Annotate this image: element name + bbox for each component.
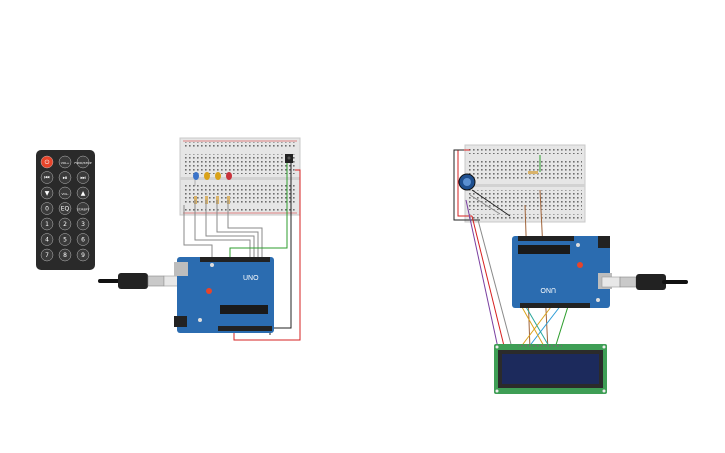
led-blue[interactable] (193, 172, 199, 186)
remote-vol-down-button-label: VOL- (61, 192, 68, 196)
remote-key-1[interactable]: 1 (40, 217, 54, 231)
remote-key-9-label: 9 (81, 252, 85, 259)
remote-down-button-label: ▼ (45, 190, 50, 197)
remote-key-8[interactable]: 8 (58, 248, 72, 262)
remote-key-6-label: 6 (81, 237, 85, 244)
potentiometer[interactable] (458, 173, 476, 191)
remote-next-button[interactable]: ⏭ (76, 171, 90, 184)
board-right-model: UNO (540, 286, 556, 293)
remote-prev-button-label: ⏮ (44, 175, 50, 182)
remote-key-7-label: 7 (45, 252, 49, 259)
remote-key-6[interactable]: 6 (76, 233, 90, 246)
remote-play-pause-button-label: ⏯ (63, 175, 68, 182)
led-red[interactable] (226, 172, 232, 180)
remote-key-2-label: 2 (63, 221, 67, 228)
remote-key-5-label: 5 (63, 237, 67, 244)
arduino-uno-right[interactable]: UNO (512, 236, 612, 308)
remote-st-rept-button[interactable]: ST/REPT (76, 202, 90, 215)
remote-down-button[interactable]: ▼ (40, 186, 54, 200)
breadboard-left[interactable] (179, 137, 301, 216)
remote-func-stop-button[interactable]: FUNC/STOP (74, 155, 92, 169)
remote-power-button[interactable]: ⏻ (40, 155, 54, 169)
remote-power-button-label: ⏻ (45, 159, 50, 166)
remote-vol-up-button[interactable]: VOL+ (58, 155, 72, 169)
lcd-16x2[interactable] (494, 344, 607, 394)
usb-cable-right[interactable] (601, 274, 688, 290)
ir-remote[interactable]: ⏻ VOL+ FUNC/STOP ⏮ ⏯ ⏭ ▼ VOL- ▲ 0 EQ ST/REPT 1 2 3 4 5 6 7… (36, 150, 95, 270)
remote-key-9[interactable]: 9 (76, 248, 90, 262)
remote-vol-down-button[interactable]: VOL- (58, 186, 72, 200)
remote-key-2[interactable]: 2 (58, 217, 72, 231)
remote-key-5[interactable]: 5 (58, 233, 72, 246)
remote-up-button-label: ▲ (81, 190, 86, 197)
remote-up-button[interactable]: ▲ (76, 186, 90, 200)
resistor-right[interactable] (528, 155, 541, 174)
remote-eq-button-label: EQ (61, 206, 70, 213)
led-yellow-1[interactable] (204, 172, 210, 180)
breadboard-right[interactable] (464, 144, 586, 223)
remote-play-pause-button[interactable]: ⏯ (58, 171, 72, 184)
remote-vol-up-button-label: VOL+ (61, 161, 70, 165)
ir-receiver[interactable] (285, 154, 293, 163)
arduino-uno-left[interactable]: UNO (174, 257, 274, 333)
remote-next-button-label: ⏭ (80, 175, 86, 182)
remote-key-4-label: 4 (45, 237, 49, 244)
remote-key-3[interactable]: 3 (76, 217, 90, 231)
remote-key-7[interactable]: 7 (40, 248, 54, 262)
usb-cable-left[interactable] (98, 273, 183, 289)
remote-key-0-label: 0 (45, 206, 49, 213)
remote-prev-button[interactable]: ⏮ (40, 171, 54, 184)
board-left-model: UNO (243, 275, 259, 282)
remote-key-1-label: 1 (45, 221, 49, 228)
remote-key-3-label: 3 (81, 221, 85, 228)
wires-left (183, 163, 301, 341)
remote-st-rept-button-label: ST/REPT (77, 208, 90, 212)
led-yellow-2[interactable] (215, 172, 221, 180)
remote-key-8-label: 8 (63, 252, 67, 259)
remote-func-stop-button-label: FUNC/STOP (74, 161, 91, 165)
remote-key-0[interactable]: 0 (40, 202, 54, 215)
remote-key-4[interactable]: 4 (40, 233, 54, 246)
remote-eq-button[interactable]: EQ (58, 202, 72, 215)
